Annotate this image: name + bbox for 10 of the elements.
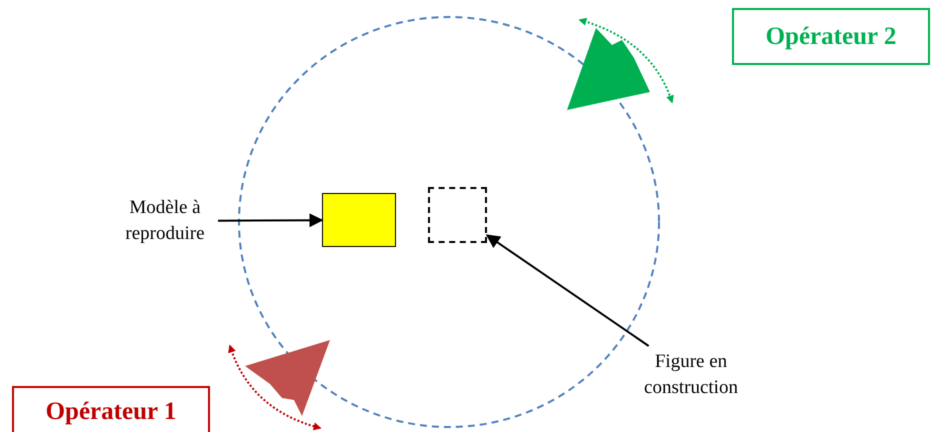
operator-label: Opérateur 2 [732, 8, 930, 65]
annotation-text: Modèle à reproduire [112, 192, 218, 250]
annotation-text: Figure en construction [628, 346, 754, 404]
leader-line [486, 234, 650, 347]
operator-triangle [567, 28, 650, 110]
operator-label: Opérateur 1 [12, 386, 210, 432]
leader-line [218, 213, 324, 228]
model-square [322, 193, 396, 247]
dashed-square [428, 187, 487, 243]
operator-triangle [245, 340, 330, 416]
